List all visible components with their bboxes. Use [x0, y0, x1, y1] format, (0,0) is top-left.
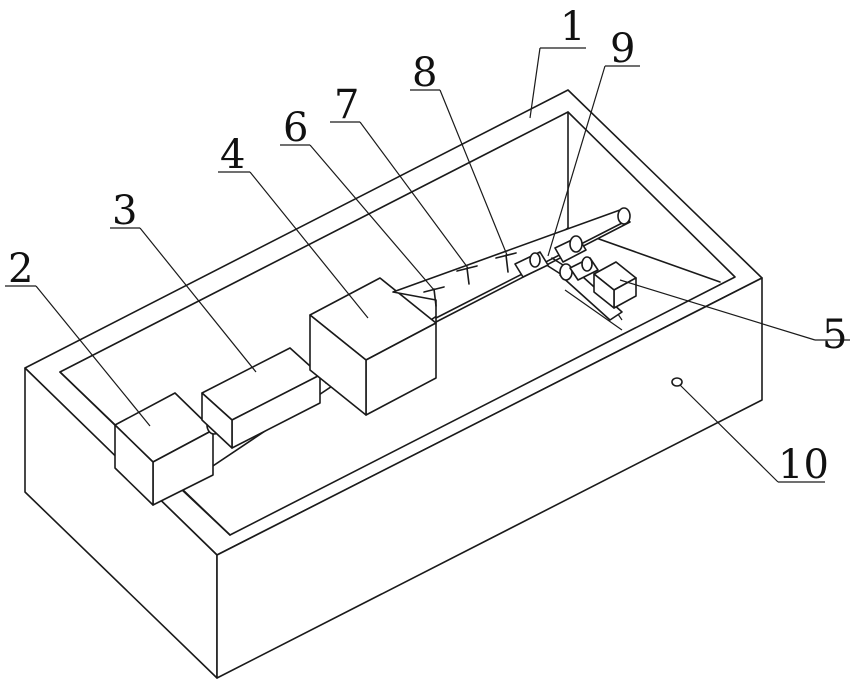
part-labels: 1 2 3 4 5 6 7 8 9 10 — [8, 4, 847, 488]
label-2: 2 — [8, 246, 33, 292]
label-3: 3 — [112, 188, 137, 234]
label-8: 8 — [412, 50, 437, 96]
label-4: 4 — [220, 132, 245, 178]
valve-markers — [423, 252, 517, 307]
drain-hole — [671, 377, 683, 387]
label-6: 6 — [283, 105, 308, 151]
label-10: 10 — [778, 442, 829, 488]
label-5: 5 — [822, 312, 847, 358]
branch-pipe — [559, 256, 623, 321]
sensor-block — [593, 261, 637, 309]
pump-block — [309, 277, 437, 416]
label-7: 7 — [334, 82, 359, 128]
label-9: 9 — [610, 26, 635, 72]
leader-lines — [5, 47, 850, 483]
label-1: 1 — [560, 4, 585, 50]
gearbox-block — [201, 347, 321, 449]
